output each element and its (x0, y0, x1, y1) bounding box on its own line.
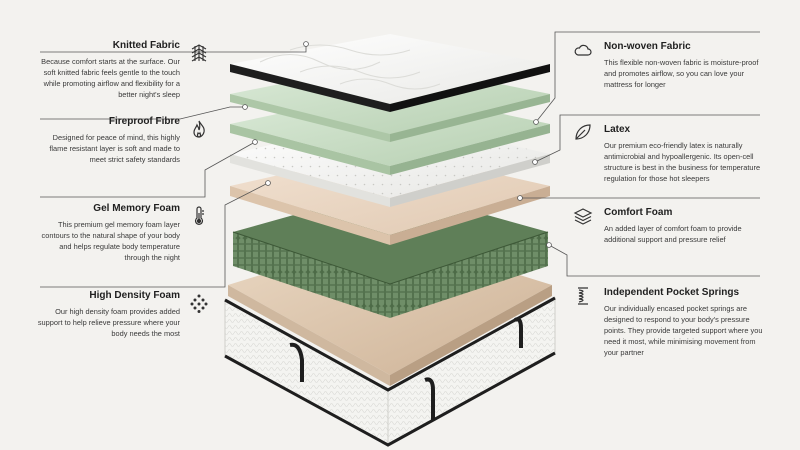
layer-description: An added layer of comfort foam to provid… (604, 224, 742, 244)
connector-gel-memory-foam (40, 141, 256, 198)
layer-block-high-density-foam: High Density Foam Our high density foam … (34, 290, 180, 339)
dots-diamond-icon (189, 293, 209, 313)
connector-non-woven-fabric (535, 31, 760, 123)
mattress-base (224, 296, 556, 447)
layer-block-pocket-springs: Independent Pocket Springs Our individua… (604, 287, 766, 358)
connector-dots (242, 41, 552, 248)
layer-title: Independent Pocket Springs (604, 287, 740, 298)
layer-title: Latex (604, 124, 631, 135)
connector-fireproof-fibre (40, 106, 245, 120)
layer-description: Our premium eco-friendly latex is natura… (604, 141, 761, 183)
layer-block-comfort-foam: Comfort Foam An added layer of comfort f… (604, 207, 764, 245)
layer-description: This flexible non-woven fabric is moistu… (604, 58, 759, 89)
connector-pocket-springs (548, 244, 760, 277)
layer-description: Our high density foam provides added sup… (37, 307, 180, 338)
layer-title: Non-woven Fabric (604, 41, 691, 52)
layer-title: Fireproof Fibre (108, 116, 180, 127)
flame-icon (189, 119, 209, 139)
connector-latex (534, 114, 760, 163)
layer-title: High Density Foam (89, 290, 180, 301)
leaf-icon (573, 122, 593, 142)
cloud-icon (573, 40, 593, 60)
knit-pattern-icon (189, 43, 209, 63)
layer-description: Our individually encased pocket springs … (604, 304, 763, 357)
connector-high-density-foam (40, 182, 269, 288)
layer-block-knitted-fabric: Knitted Fabric Because comfort starts at… (34, 40, 180, 100)
layer-block-latex: Latex Our premium eco-friendly latex is … (604, 124, 764, 184)
spring-icon (573, 286, 593, 306)
knitted-fabric-layer (230, 34, 550, 112)
layer-description: Designed for peace of mind, this highly … (49, 133, 180, 164)
layer-title: Gel Memory Foam (93, 203, 180, 214)
layer-title: Comfort Foam (604, 207, 673, 218)
thermometer-icon (189, 206, 209, 226)
layer-block-gel-memory-foam: Gel Memory Foam This premium gel memory … (34, 203, 180, 263)
layer-title: Knitted Fabric (112, 40, 180, 51)
layer-description: Because comfort starts at the surface. O… (41, 57, 180, 99)
layers-icon (573, 206, 593, 226)
layer-description: This premium gel memory foam layer conto… (41, 220, 180, 262)
layer-block-fireproof-fibre: Fireproof Fibre Designed for peace of mi… (34, 116, 180, 165)
connector-lines (40, 31, 760, 288)
layer-block-non-woven-fabric: Non-woven Fabric This flexible non-woven… (604, 41, 764, 90)
